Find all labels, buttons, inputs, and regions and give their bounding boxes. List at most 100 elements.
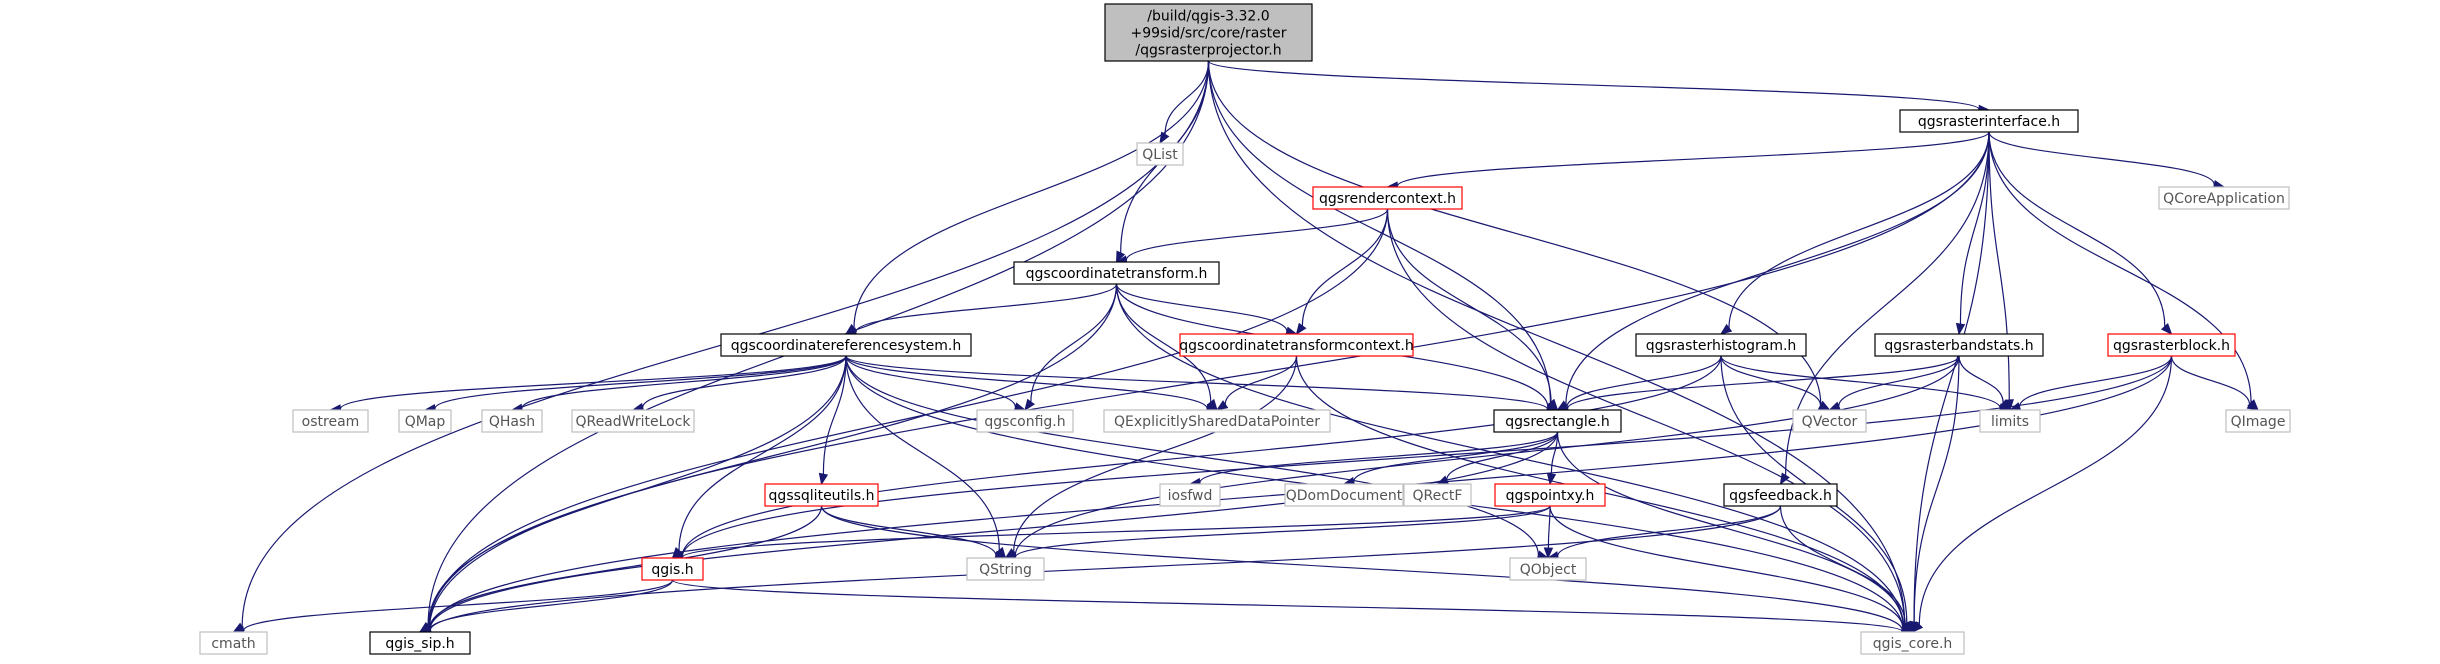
node-box-qdomdocument[interactable]: [1284, 483, 1404, 507]
node-qgsrectangle[interactable]: qgsrectangle.h: [1493, 409, 1622, 433]
node-box-qgis_sip[interactable]: [369, 631, 471, 655]
edge-qgsrasterbandstats-to-qgsrectangle: [1566, 355, 1960, 409]
node-box-qcoreapplication[interactable]: [2158, 186, 2290, 210]
node-box-qgscoordinatetransformcontext[interactable]: [1179, 333, 1414, 357]
node-qcoreapplication[interactable]: QCoreApplication: [2158, 186, 2290, 210]
node-qrectf[interactable]: QRectF: [1403, 483, 1472, 507]
node-qgsrasterhistogram[interactable]: qgsrasterhistogram.h: [1635, 333, 1807, 357]
node-box-qlist[interactable]: [1136, 142, 1184, 166]
node-box-qgspointxy[interactable]: [1494, 483, 1606, 507]
edge-qgsrendercontext-to-qgis_sip: [428, 208, 1389, 628]
node-qobject[interactable]: QObject: [1509, 557, 1587, 581]
node-box-qgis[interactable]: [641, 557, 704, 581]
edge-qgspointxy-to-qgis_core: [1549, 505, 1904, 629]
node-qgspointxy[interactable]: qgspointxy.h: [1494, 483, 1606, 507]
node-box-qimage[interactable]: [2225, 409, 2291, 433]
node-box-cmath[interactable]: [199, 631, 268, 655]
node-qstring[interactable]: QString: [966, 557, 1045, 581]
node-box-qgscoordinatetransform[interactable]: [1013, 261, 1220, 285]
node-box-qgis_core[interactable]: [1860, 631, 1965, 655]
node-qreadwritelock[interactable]: QReadWriteLock: [571, 409, 695, 433]
node-label-qgscoordinatetransformcontext-0: qgscoordinatetransformcontext.h: [1179, 338, 1413, 354]
node-box-limits[interactable]: [1979, 409, 2041, 433]
edge-qgsrectangle-to-qgis_sip: [429, 431, 1559, 631]
edge-qgsrendercontext-to-qgscoordinatetransform: [1125, 208, 1389, 261]
node-qgsrasterblock[interactable]: qgsrasterblock.h: [2107, 333, 2236, 357]
node-box-qgsrendercontext[interactable]: [1312, 186, 1463, 210]
edge-qgscoordinatereferencesystem-to-qgsconfig: [845, 355, 1017, 408]
node-qgsrasterinterface[interactable]: qgsrasterinterface.h: [1899, 109, 2079, 133]
node-qgscoordinatetransformcontext[interactable]: qgscoordinatetransformcontext.h: [1179, 333, 1414, 357]
node-box-iosfwd[interactable]: [1159, 483, 1221, 507]
node-qgscoordinatereferencesystem[interactable]: qgscoordinatereferencesystem.h: [720, 333, 972, 357]
node-qgssqliteutils[interactable]: qgssqliteutils.h: [764, 483, 879, 507]
edge-qgscoordinatetransformcontext-to-qstring: [1013, 355, 1298, 553]
node-qgsrendercontext[interactable]: qgsrendercontext.h: [1312, 186, 1463, 210]
node-box-qreadwritelock[interactable]: [571, 409, 695, 433]
edge-qgsrasterbandstats-to-qvector: [1838, 355, 1960, 407]
node-box-qstring[interactable]: [966, 557, 1045, 581]
edge-qgsrasterhistogram-to-limits: [1720, 355, 2001, 409]
node-label-ostream-0: ostream: [302, 414, 360, 430]
node-label-qexplicitlyshared-0: QExplicitlySharedDataPointer: [1114, 414, 1320, 430]
edge-qgsrasterbandstats-to-qstring: [1014, 355, 1960, 556]
edge-root-to-qgsrectangle: [1207, 60, 1552, 403]
node-box-qgsrectangle[interactable]: [1493, 409, 1622, 433]
node-qgsrasterbandstats[interactable]: qgsrasterbandstats.h: [1874, 333, 2044, 357]
arrowhead-root-to-qgscoordinatetransform: [1115, 250, 1126, 264]
edge-qgsfeedback-to-qobject: [1557, 505, 1782, 557]
node-qgsconfig[interactable]: qgsconfig.h: [976, 409, 1074, 433]
arrowhead-qgsrasterinterface-to-qgsrasterhistogram: [1719, 323, 1733, 335]
node-box-qgsfeedback[interactable]: [1723, 483, 1838, 507]
node-label-qlist-0: QList: [1142, 147, 1178, 163]
node-qgscoordinatetransform[interactable]: qgscoordinatetransform.h: [1013, 261, 1220, 285]
node-box-qgscoordinatereferencesystem[interactable]: [720, 333, 972, 357]
edge-qgsrasterinterface-to-qcoreapplication: [1988, 131, 2215, 185]
edge-root-to-qgscoordinatereferencesystem: [853, 60, 1210, 328]
node-box-qmap[interactable]: [398, 409, 452, 433]
node-box-qgssqliteutils[interactable]: [764, 483, 879, 507]
node-qhash[interactable]: QHash: [481, 409, 543, 433]
node-qvector[interactable]: QVector: [1792, 409, 1867, 433]
node-box-qvector[interactable]: [1792, 409, 1867, 433]
node-label-qgspointxy-0: qgspointxy.h: [1506, 488, 1595, 504]
node-ostream[interactable]: ostream: [292, 409, 369, 433]
node-qgis_sip[interactable]: qgis_sip.h: [369, 631, 471, 655]
node-label-root-1: +99sid/src/core/raster: [1130, 26, 1286, 42]
node-box-qobject[interactable]: [1509, 557, 1587, 581]
node-label-root-0: /build/qgis-3.32.0: [1147, 9, 1269, 25]
node-qmap[interactable]: QMap: [398, 409, 452, 433]
node-box-root[interactable]: [1104, 3, 1313, 62]
edge-qgsrectangle-to-qgis_core: [1556, 431, 1905, 628]
arrowhead-qgsrectangle-to-qgspointxy: [1546, 472, 1557, 486]
node-qimage[interactable]: QImage: [2225, 409, 2291, 433]
node-qdomdocument[interactable]: QDomDocument: [1284, 483, 1404, 507]
node-limits[interactable]: limits: [1979, 409, 2041, 433]
node-box-qexplicitlyshared[interactable]: [1103, 409, 1331, 433]
node-box-qgsconfig[interactable]: [976, 409, 1074, 433]
node-label-qgssqliteutils-0: qgssqliteutils.h: [769, 488, 875, 504]
edge-root-to-qgsrasterinterface: [1207, 60, 1980, 110]
node-root[interactable]: /build/qgis-3.32.0+99sid/src/core/raster…: [1104, 3, 1313, 62]
node-iosfwd[interactable]: iosfwd: [1159, 483, 1221, 507]
node-qgis[interactable]: qgis.h: [641, 557, 704, 581]
node-box-qgsrasterblock[interactable]: [2107, 333, 2236, 357]
node-qlist[interactable]: QList: [1136, 142, 1184, 166]
node-cmath[interactable]: cmath: [199, 631, 268, 655]
edge-qgis-to-qgis_core: [671, 579, 1904, 633]
nodes-layer: /build/qgis-3.32.0+99sid/src/core/raster…: [199, 3, 2291, 655]
node-box-ostream[interactable]: [292, 409, 369, 433]
node-box-qhash[interactable]: [481, 409, 543, 433]
node-label-cmath-0: cmath: [211, 636, 255, 652]
node-box-qgsrasterhistogram[interactable]: [1635, 333, 1807, 357]
node-box-qrectf[interactable]: [1403, 483, 1472, 507]
node-qexplicitlyshared[interactable]: QExplicitlySharedDataPointer: [1103, 409, 1331, 433]
node-qgis_core[interactable]: qgis_core.h: [1860, 631, 1965, 655]
edge-root-to-qgis_core: [1207, 60, 1906, 626]
node-qgsfeedback[interactable]: qgsfeedback.h: [1723, 483, 1838, 507]
node-box-qgsrasterbandstats[interactable]: [1874, 333, 2044, 357]
node-box-qgsrasterinterface[interactable]: [1899, 109, 2079, 133]
edge-qgis-to-qgis_sip: [429, 579, 674, 631]
arrowhead-qgscoordinatetransform-to-qgsconfig: [1024, 398, 1036, 412]
node-label-qgsrasterbandstats-0: qgsrasterbandstats.h: [1884, 338, 2033, 354]
